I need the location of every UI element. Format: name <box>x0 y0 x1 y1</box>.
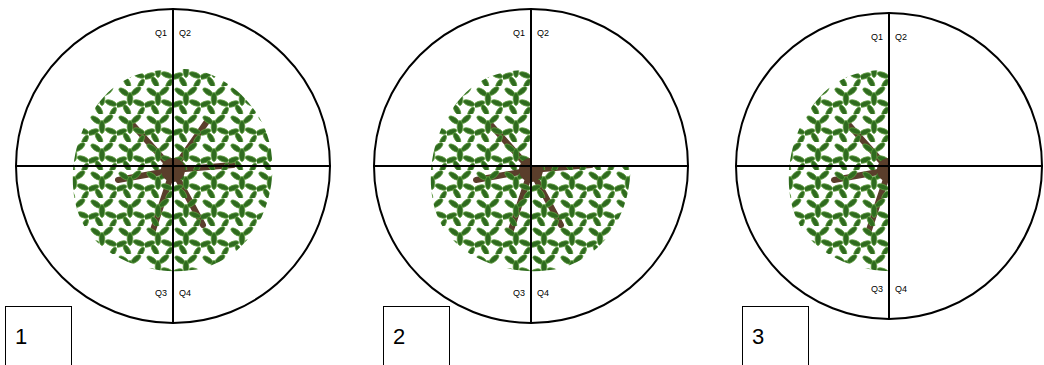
quadrant-label: Q2 <box>537 28 549 39</box>
figure-number: 2 <box>393 324 405 350</box>
quadrant-circle: Q1 Q2Q3 Q4 <box>15 8 331 324</box>
circle-outline <box>15 8 331 324</box>
number-box: 1 <box>5 306 72 365</box>
quadrant-label: Q1 <box>155 28 167 39</box>
quadrant-label: Q3 <box>871 284 883 295</box>
quadrant-label: Q3 <box>155 288 167 299</box>
half-tree <box>789 69 890 271</box>
number-box: 3 <box>742 306 809 365</box>
quadrant-label: Q1 <box>513 28 525 39</box>
quadrant-label: Q4 <box>179 288 191 299</box>
circle-outline <box>735 12 1043 320</box>
figure-number: 3 <box>752 324 764 350</box>
quadrant-label: Q4 <box>895 284 907 295</box>
quadrant-circle: Q1 Q2Q3 Q4 <box>373 8 689 324</box>
circle-outline <box>373 8 689 324</box>
number-box: 2 <box>383 306 450 365</box>
quadrant-circle: Q1 Q2Q3 Q4 <box>735 12 1043 320</box>
quadrant-label: Q4 <box>537 288 549 299</box>
quadrant-label: Q3 <box>513 288 525 299</box>
quadrant-label: Q2 <box>895 32 907 43</box>
quadrant-label: Q1 <box>871 32 883 43</box>
figure-number: 1 <box>15 324 27 350</box>
quadrant-lines <box>15 8 1043 324</box>
quadrant-label: Q2 <box>179 28 191 39</box>
